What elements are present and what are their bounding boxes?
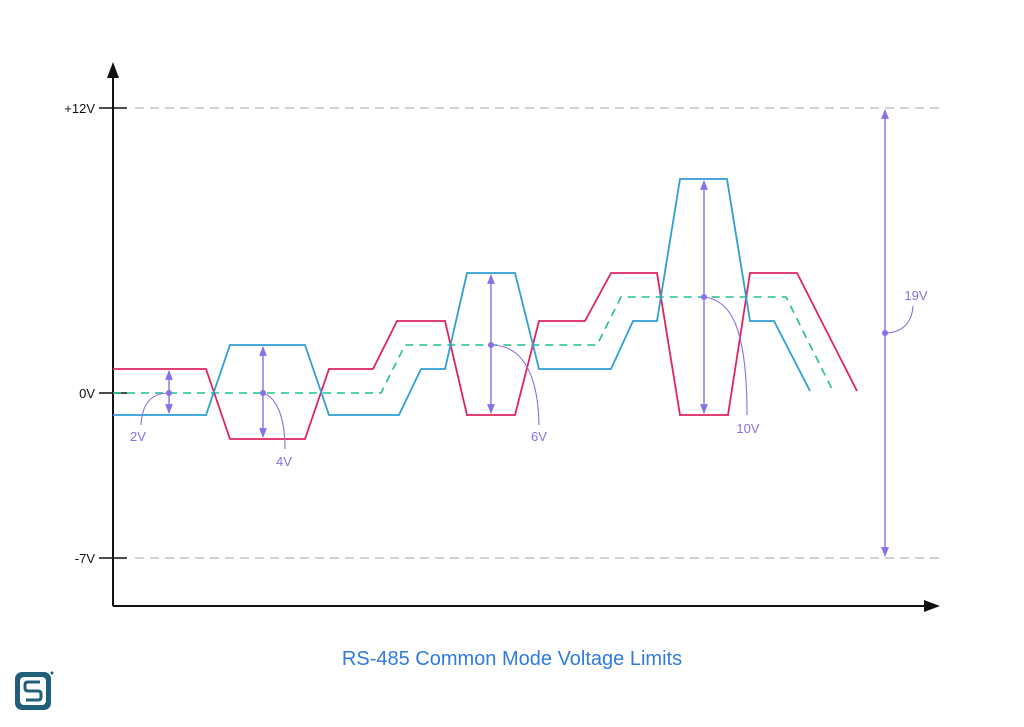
y-label-top: +12V bbox=[64, 101, 95, 116]
annotation-19v: 19V bbox=[904, 288, 927, 303]
measure-4v bbox=[259, 346, 286, 450]
annotation-4v: 4V bbox=[276, 454, 292, 469]
annotation-6v: 6V bbox=[531, 429, 547, 444]
signal-line-blue bbox=[113, 178, 811, 416]
measure-10v bbox=[700, 180, 748, 416]
circuitstate-logo-icon bbox=[15, 671, 54, 710]
arrow-head-icon bbox=[107, 62, 119, 78]
signal-line-red bbox=[113, 272, 858, 440]
y-label-zero: 0V bbox=[79, 386, 95, 401]
arrow-head-icon bbox=[924, 600, 940, 612]
common-mode-line bbox=[113, 296, 835, 394]
y-label-bottom: -7V bbox=[75, 551, 96, 566]
annotation-2v: 2V bbox=[130, 429, 146, 444]
annotation-10v: 10V bbox=[736, 421, 759, 436]
diagram-title: RS-485 Common Mode Voltage Limits bbox=[341, 648, 683, 670]
measure-19v bbox=[881, 109, 914, 557]
measure-2v bbox=[140, 370, 173, 426]
measure-6v bbox=[487, 274, 540, 426]
